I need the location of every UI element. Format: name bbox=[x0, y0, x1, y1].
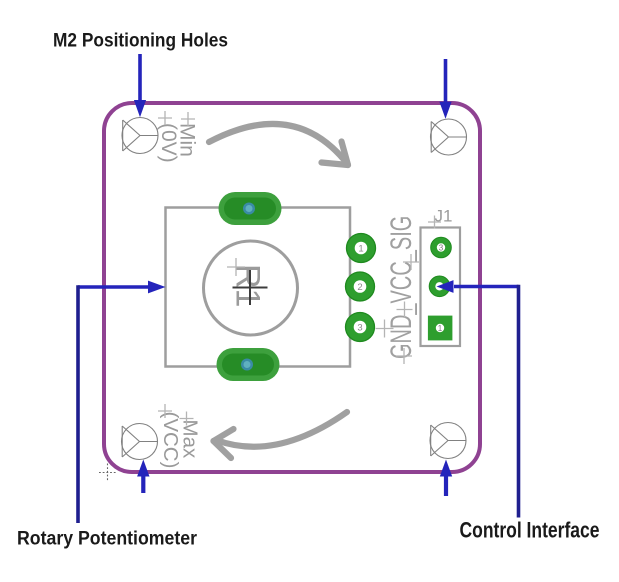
svg-text:Control Interface: Control Interface bbox=[460, 518, 600, 543]
svg-text:M2 Positioning Holes: M2 Positioning Holes bbox=[53, 31, 228, 52]
svg-text:Max: Max bbox=[179, 420, 202, 459]
svg-text:3: 3 bbox=[439, 244, 444, 253]
svg-text:1: 1 bbox=[358, 244, 363, 255]
svg-text:Rotary Potentiometer: Rotary Potentiometer bbox=[17, 528, 197, 550]
svg-text:1: 1 bbox=[438, 324, 443, 333]
svg-text:J1: J1 bbox=[435, 207, 453, 226]
svg-text:R1: R1 bbox=[229, 264, 267, 307]
svg-text:GND_VCC_SIG: GND_VCC_SIG bbox=[385, 216, 418, 359]
svg-text:3: 3 bbox=[357, 323, 362, 334]
svg-text:(0V): (0V) bbox=[157, 123, 180, 163]
svg-text:2: 2 bbox=[357, 282, 362, 293]
svg-text:Min: Min bbox=[176, 123, 199, 157]
svg-text:(VCC): (VCC) bbox=[159, 412, 182, 469]
